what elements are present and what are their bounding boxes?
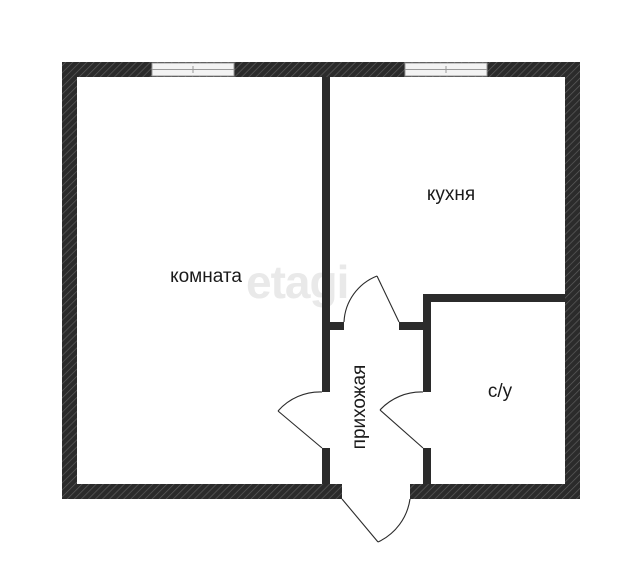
door-living [277, 391, 323, 449]
wall-hall-top-left [322, 322, 344, 330]
room-label-hallway: прихожая [349, 365, 370, 450]
wall-hall-top-right [399, 322, 430, 330]
interior-walls [322, 77, 565, 484]
wall-bottom-right [410, 484, 580, 499]
door-kitchen [343, 275, 400, 323]
wall-kitchen-bath [423, 294, 565, 302]
wall-bath-lower [423, 448, 431, 484]
wall-bath-upper [423, 294, 431, 392]
room-label-bathroom: с/у [488, 381, 513, 402]
wall-bottom-left [62, 484, 342, 499]
wall-hall-left-upper [322, 330, 330, 392]
wall-hall-left-lower [322, 448, 330, 484]
wall-right [565, 62, 580, 499]
room-label-kitchen: кухня [427, 184, 475, 205]
room-label-living: комната [170, 266, 242, 287]
wall-left [62, 62, 77, 499]
wall-top [62, 62, 580, 77]
watermark: etagi [246, 256, 348, 308]
window-kitchen [404, 62, 488, 77]
window-living [151, 62, 235, 77]
door-bathroom [379, 391, 424, 449]
door-entrance [341, 498, 411, 543]
wall-living-kitchen [322, 77, 330, 330]
